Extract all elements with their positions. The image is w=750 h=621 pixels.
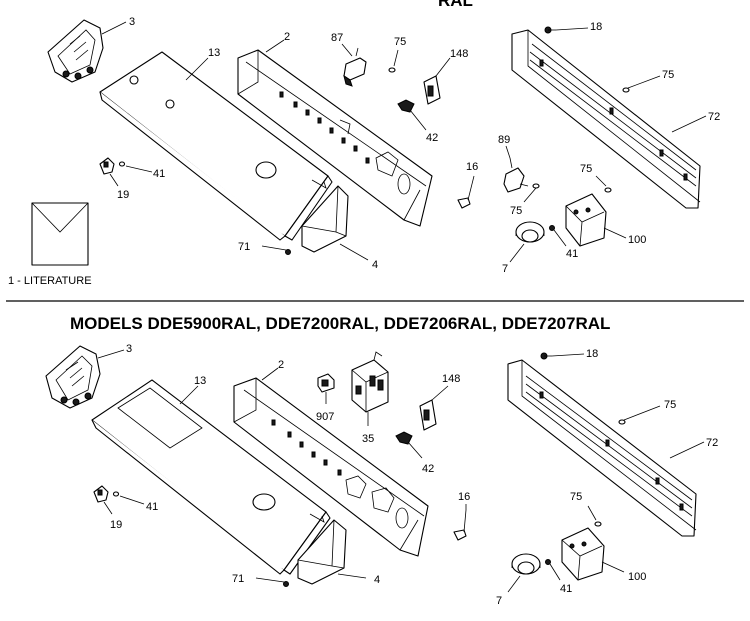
top-part-75-screw-b <box>622 87 630 93</box>
bottom-part-42-clip <box>395 431 413 445</box>
bottom-label-75a: 75 <box>664 399 676 411</box>
top-part-18-screw <box>544 26 556 34</box>
bottom-part-907-module <box>317 373 335 393</box>
top-part-13-console-panel <box>99 51 333 241</box>
top-label-75a: 75 <box>394 36 406 48</box>
top-part-148-bracket <box>423 75 441 105</box>
bottom-part-7-knob <box>511 553 541 575</box>
top-label-89: 89 <box>498 134 510 146</box>
bottom-label-3: 3 <box>126 343 132 355</box>
top-label-2: 2 <box>284 31 290 43</box>
bottom-part-41-nut-b <box>545 559 551 565</box>
top-part-71-screw <box>285 249 291 255</box>
bottom-part-19-clip <box>93 485 109 503</box>
bottom-label-2: 2 <box>278 359 284 371</box>
bottom-part-41-nut-a <box>112 491 120 497</box>
bottom-label-19: 19 <box>110 519 122 531</box>
top-label-16: 16 <box>466 161 478 173</box>
bottom-label-4: 4 <box>374 574 380 586</box>
top-part-42-clip <box>397 99 415 113</box>
bottom-label-16: 16 <box>458 491 470 503</box>
top-label-3: 3 <box>129 16 135 28</box>
top-part-75-screw-a <box>388 67 396 73</box>
bottom-label-100: 100 <box>628 571 646 583</box>
top-label-75d: 75 <box>580 163 592 175</box>
bottom-label-35: 35 <box>362 433 374 445</box>
top-part-16-screw <box>457 183 473 209</box>
top-label-75c: 75 <box>510 205 522 217</box>
literature-envelope <box>31 202 89 266</box>
top-part-3-end-cap <box>47 19 104 83</box>
bottom-section: 3 13 2 907 <box>45 343 718 607</box>
bottom-part-35-switch-assembly <box>351 351 389 413</box>
top-label-71: 71 <box>238 241 250 253</box>
top-part-7-knob <box>515 221 545 243</box>
top-label-75b: 75 <box>662 69 674 81</box>
bottom-label-148: 148 <box>442 373 460 385</box>
bottom-part-18-screw <box>540 352 552 360</box>
bottom-label-7: 7 <box>496 595 502 607</box>
top-label-72: 72 <box>708 111 720 123</box>
bottom-part-13-console-panel <box>91 379 331 575</box>
top-part-75-screw-c <box>532 183 540 189</box>
top-part-89-switch <box>503 157 529 193</box>
bottom-label-42: 42 <box>422 463 434 475</box>
bottom-part-2-control-bracket <box>233 377 429 557</box>
top-part-41-nut-b <box>549 225 555 231</box>
top-part-100-timer <box>565 193 607 247</box>
top-label-100: 100 <box>628 234 646 246</box>
top-label-13: 13 <box>208 47 220 59</box>
bottom-part-100-timer <box>561 527 605 581</box>
bottom-part-75-screw-b <box>594 521 602 527</box>
bottom-label-75b: 75 <box>570 491 582 503</box>
bottom-part-75-screw-a <box>618 419 626 425</box>
top-label-87: 87 <box>331 32 343 44</box>
models-heading: MODELS DDE5900RAL, DDE7200RAL, DDE7206RA… <box>70 314 610 333</box>
top-part-72-back-panel <box>511 29 701 209</box>
top-label-18: 18 <box>590 21 602 33</box>
bottom-label-18: 18 <box>586 348 598 360</box>
top-part-19-clip <box>99 157 115 175</box>
bottom-part-3-end-cap <box>45 345 101 409</box>
top-label-42: 42 <box>426 132 438 144</box>
bottom-label-41a: 41 <box>146 501 158 513</box>
top-label-41b: 41 <box>566 248 578 260</box>
top-heading-partial: RAL <box>438 0 473 10</box>
bottom-part-148-bracket <box>419 399 437 431</box>
top-label-148: 148 <box>450 48 468 60</box>
top-part-75-screw-d <box>604 187 612 193</box>
literature-label: 1 - LITERATURE <box>8 275 92 287</box>
bottom-label-41b: 41 <box>560 583 572 595</box>
bottom-label-72: 72 <box>706 437 718 449</box>
bottom-part-16-screw <box>453 509 467 541</box>
bottom-label-907: 907 <box>316 411 334 423</box>
bottom-label-71: 71 <box>232 573 244 585</box>
bottom-part-71-screw <box>283 581 289 587</box>
top-part-4-end-cap <box>301 185 349 253</box>
top-label-19: 19 <box>117 189 129 201</box>
top-label-7: 7 <box>502 263 508 275</box>
bottom-label-13: 13 <box>194 375 206 387</box>
top-section: 3 13 2 <box>8 16 720 287</box>
bottom-part-72-back-panel <box>507 359 697 537</box>
top-part-87-switch <box>343 47 367 87</box>
bottom-part-4-end-cap <box>297 519 347 585</box>
top-part-2-control-bracket <box>237 49 433 227</box>
top-label-41a: 41 <box>153 168 165 180</box>
top-label-4: 4 <box>372 259 378 271</box>
top-part-41-nut-a <box>118 161 126 167</box>
